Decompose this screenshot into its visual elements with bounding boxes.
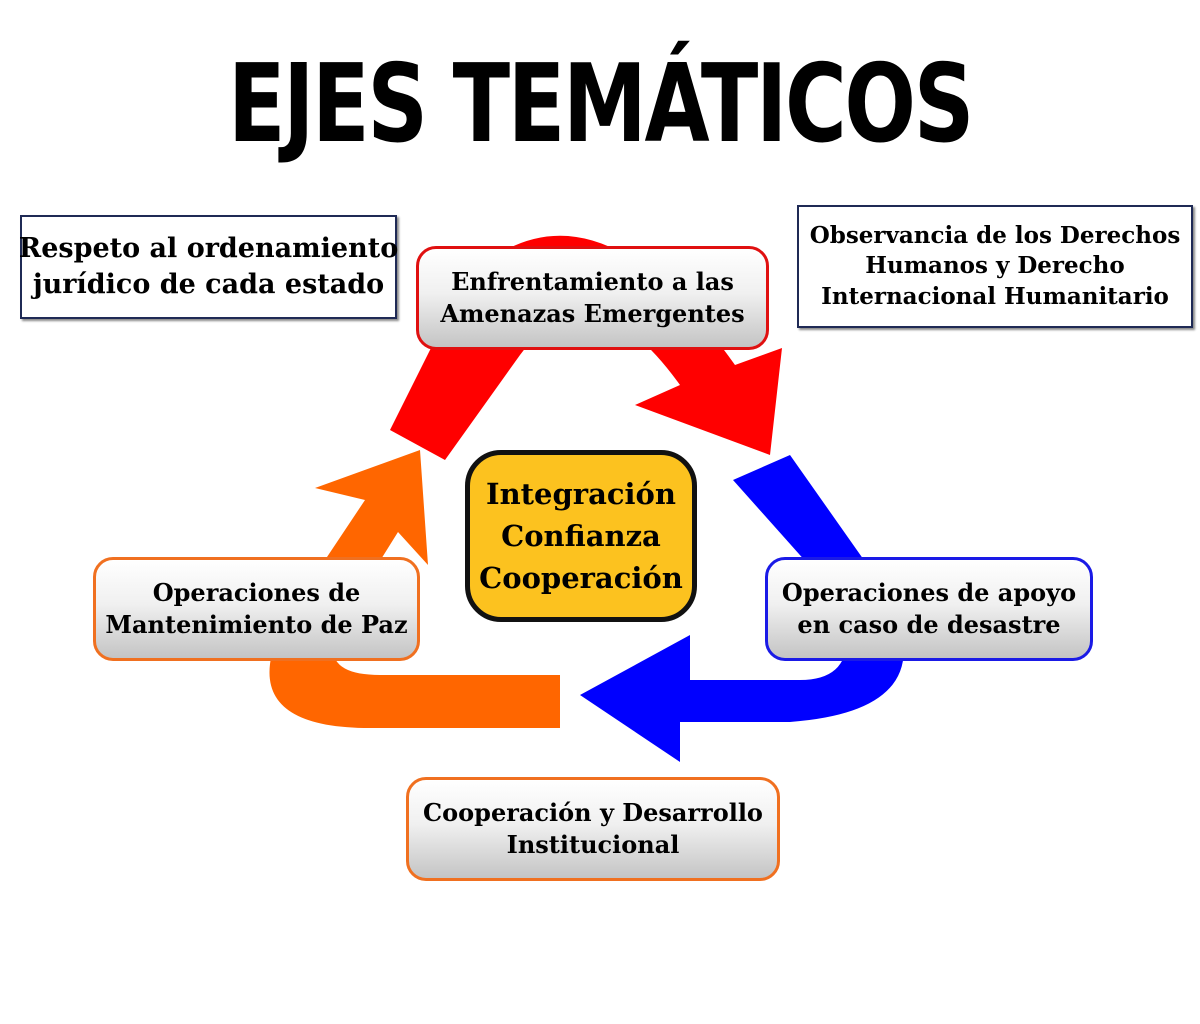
center-core-values: Integración Confianza Cooperación: [465, 450, 697, 622]
node-institutional-development: Cooperación y Desarrollo Institucional: [406, 777, 780, 881]
node-peacekeeping: Operaciones de Mantenimiento de Paz: [93, 557, 420, 661]
node-text: Institucional: [506, 830, 680, 859]
node-text: Operaciones de apoyo: [781, 578, 1077, 608]
node-text: Amenazas Emergentes: [440, 299, 745, 328]
note-text: Humanos y Derecho: [865, 252, 1125, 280]
center-text: Integración: [486, 476, 676, 511]
note-legal-order: Respeto al ordenamiento jurídico de cada…: [18, 215, 399, 319]
note-text: jurídico de cada estado: [32, 269, 385, 300]
center-text: Cooperación: [479, 561, 683, 596]
node-emerging-threats: Enfrentamiento a las Amenazas Emergentes: [416, 246, 769, 350]
note-human-rights: Observancia de los Derechos Humanos y De…: [797, 205, 1193, 328]
note-text: Internacional Humanitario: [821, 282, 1169, 310]
node-text: en caso de desastre: [797, 610, 1061, 639]
node-text: Mantenimiento de Paz: [105, 610, 408, 639]
note-text: Observancia de los Derechos: [809, 221, 1181, 249]
page-title: EJES TEMÁTICOS: [227, 42, 974, 167]
center-text: Confianza: [501, 518, 661, 553]
blue-arrow: [580, 455, 904, 762]
node-text: Operaciones de: [152, 578, 361, 608]
note-text: Respeto al ordenamiento: [18, 233, 399, 265]
node-text: Cooperación y Desarrollo: [423, 798, 763, 828]
node-text: Enfrentamiento a las: [451, 267, 734, 297]
node-disaster-support: Operaciones de apoyo en caso de desastre: [765, 557, 1093, 661]
